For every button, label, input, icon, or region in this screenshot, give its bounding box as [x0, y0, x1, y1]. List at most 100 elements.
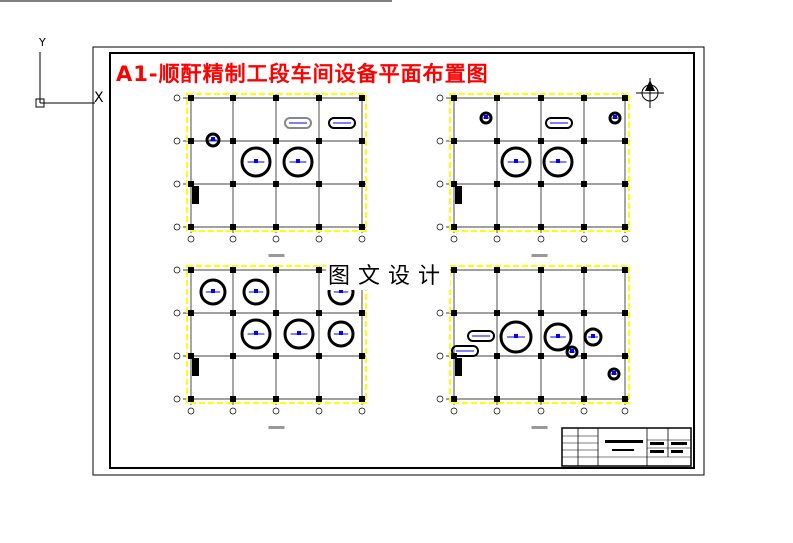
column: [622, 353, 628, 359]
column: [622, 95, 628, 101]
horizontal-tank: [284, 117, 312, 129]
column: [273, 224, 279, 230]
column: [538, 310, 544, 316]
column: [494, 396, 500, 402]
column: [581, 353, 587, 359]
vessel: [240, 146, 272, 178]
axis-bubble: [450, 407, 458, 415]
column: [581, 310, 587, 316]
vessel: [199, 278, 227, 306]
ucs-y-label: Y: [39, 36, 46, 49]
axis-bubble: [272, 407, 280, 415]
vessel-nozzle: [211, 137, 215, 141]
vessel-nozzle: [570, 349, 574, 353]
column: [188, 95, 194, 101]
column: [359, 138, 365, 144]
vessel-nozzle: [211, 289, 215, 293]
vessel: [242, 278, 270, 306]
axis-bubble: [173, 137, 181, 145]
axis-bubble: [580, 235, 588, 243]
column: [494, 267, 500, 273]
axis-bubble: [450, 235, 458, 243]
column: [581, 138, 587, 144]
axis-bubble: [358, 407, 366, 415]
horizontal-tank: [451, 345, 479, 357]
vessel: [479, 111, 493, 125]
sheet-outer-border: [92, 46, 705, 476]
axis-bubble: [173, 395, 181, 403]
plan-view: [173, 93, 367, 257]
vessel-nozzle: [514, 334, 518, 338]
axis-bubble: [358, 235, 366, 243]
vessel: [583, 327, 603, 347]
stair: [455, 186, 462, 204]
horizontal-tank: [328, 117, 356, 129]
vessel-nozzle: [339, 331, 343, 335]
column: [451, 138, 457, 144]
column: [316, 138, 322, 144]
axis-bubble: [315, 407, 323, 415]
wall-outline: [449, 265, 630, 404]
axis-bubble: [436, 352, 444, 360]
vessel: [543, 322, 573, 352]
title-block: [561, 427, 692, 467]
stair: [192, 186, 199, 204]
column: [622, 224, 628, 230]
horizontal-tank: [467, 330, 495, 342]
column: [622, 310, 628, 316]
axis-bubble: [436, 94, 444, 102]
axis-bubble: [173, 352, 181, 360]
column: [494, 224, 500, 230]
column: [359, 181, 365, 187]
column: [451, 181, 457, 187]
column: [581, 95, 587, 101]
axis-bubble: [621, 407, 629, 415]
column: [538, 181, 544, 187]
vessel-nozzle: [254, 331, 258, 335]
column: [451, 95, 457, 101]
vessel: [607, 367, 621, 381]
column: [359, 353, 365, 359]
axis-bubble: [315, 235, 323, 243]
axis-bubble: [173, 223, 181, 231]
vessel: [565, 345, 579, 359]
vessel-nozzle: [339, 289, 343, 293]
vessel-nozzle: [556, 334, 560, 338]
column: [230, 224, 236, 230]
wall-outline: [186, 93, 367, 232]
axis-bubble: [187, 407, 195, 415]
column: [451, 310, 457, 316]
column: [316, 353, 322, 359]
vessel: [283, 318, 315, 350]
vessel: [500, 146, 532, 178]
column: [494, 181, 500, 187]
column: [230, 267, 236, 273]
column: [494, 95, 500, 101]
column: [188, 138, 194, 144]
plan-view: [436, 265, 630, 429]
ucs-icon: [35, 52, 95, 108]
column: [494, 310, 500, 316]
axis-bubble: [436, 309, 444, 317]
column: [359, 396, 365, 402]
stair: [192, 358, 199, 376]
vessel: [499, 320, 533, 354]
axis-bubble: [436, 223, 444, 231]
column: [316, 267, 322, 273]
column: [538, 95, 544, 101]
axis-bubble: [436, 180, 444, 188]
column: [538, 224, 544, 230]
column: [494, 353, 500, 359]
vessel: [327, 320, 355, 348]
column: [316, 310, 322, 316]
column: [622, 267, 628, 273]
column: [273, 310, 279, 316]
column: [451, 224, 457, 230]
column: [188, 310, 194, 316]
axis-bubble: [173, 180, 181, 188]
column: [538, 138, 544, 144]
column: [581, 224, 587, 230]
view-caption: [531, 254, 548, 257]
wall-outline: [186, 265, 367, 404]
